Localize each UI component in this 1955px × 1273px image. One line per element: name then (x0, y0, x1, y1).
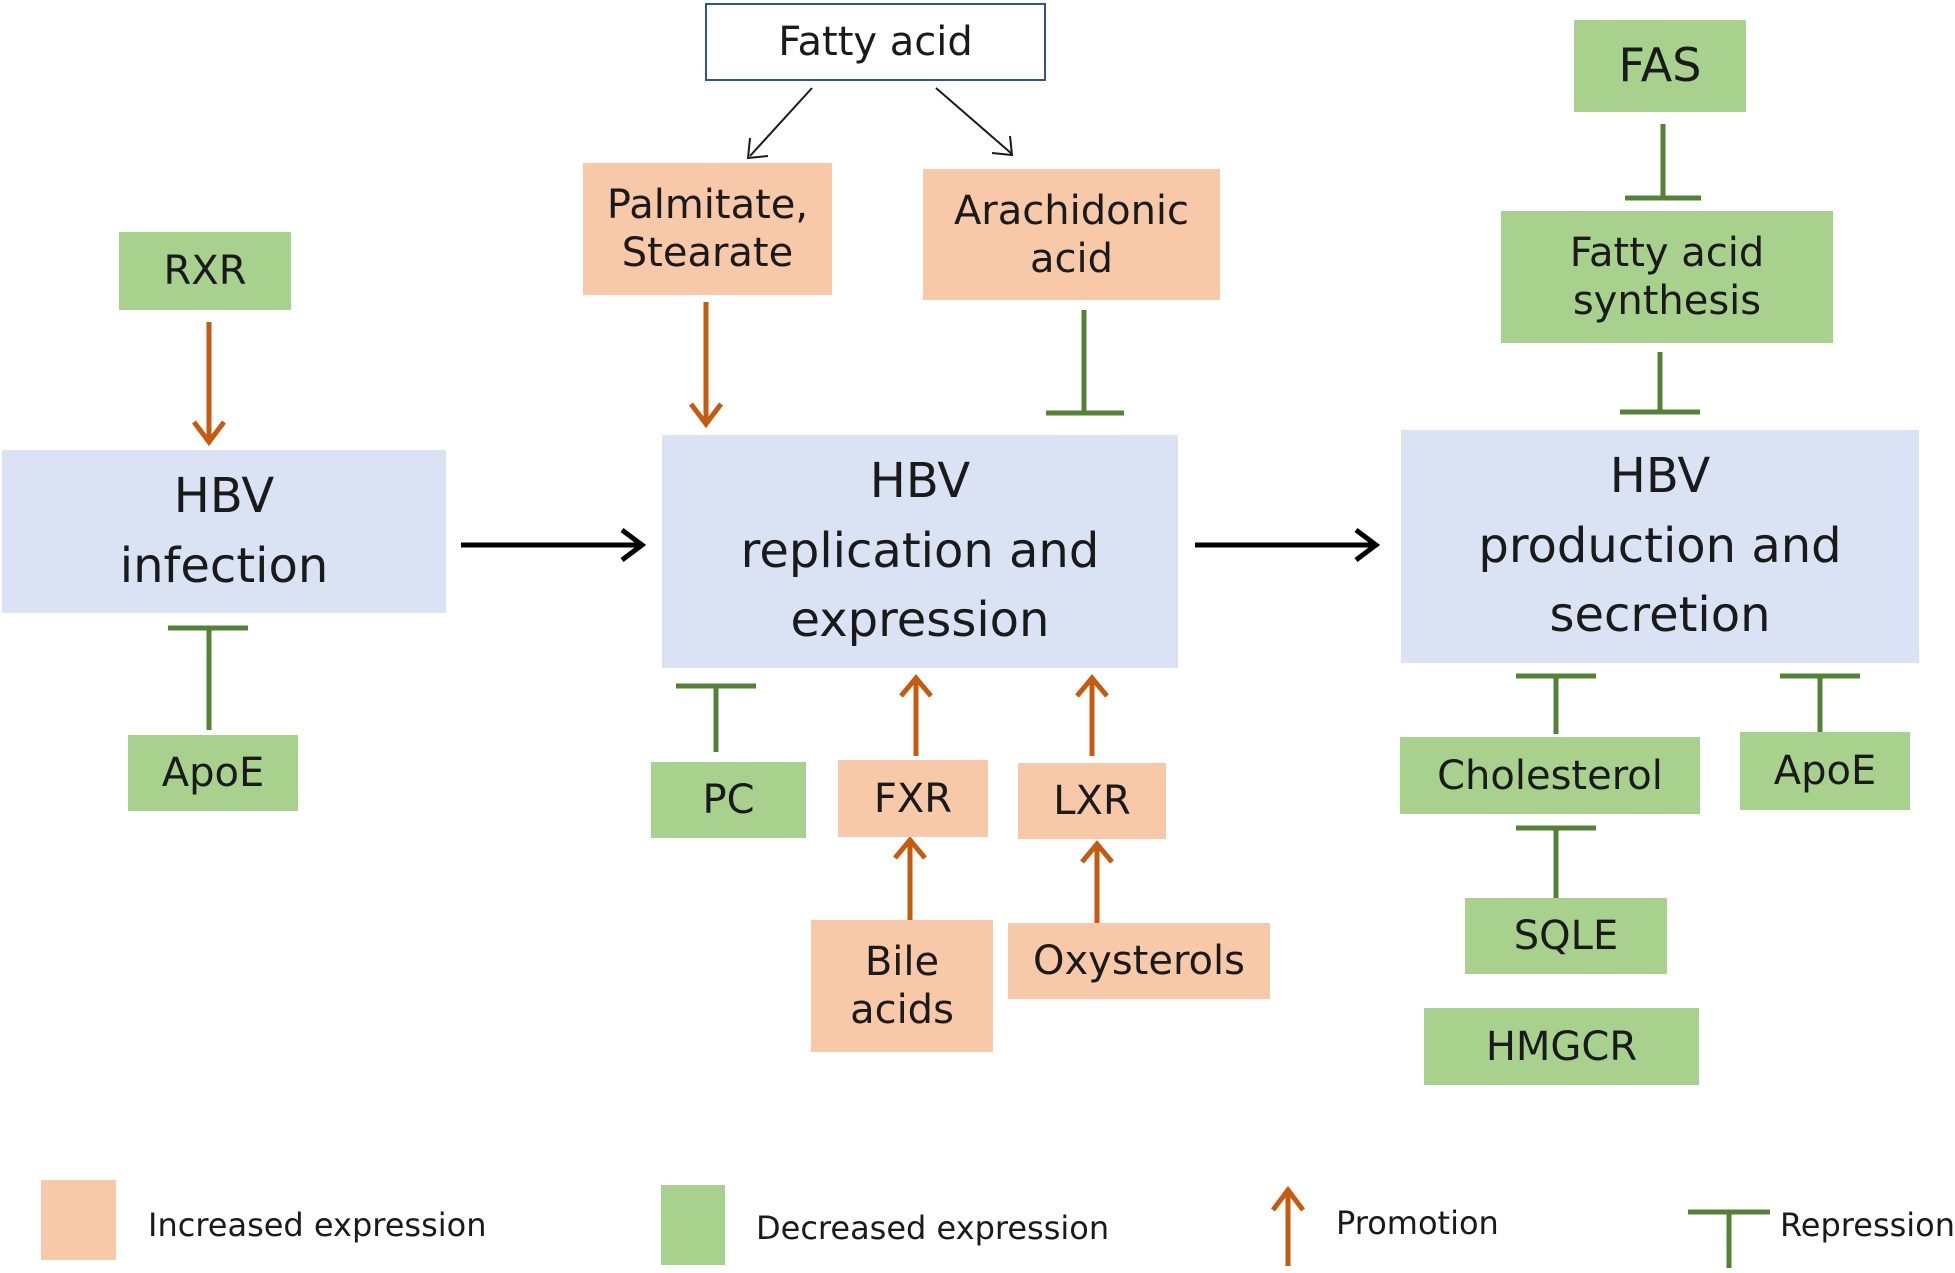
fatty-acid-to-palmitate-arrow (746, 87, 813, 160)
palmitate-promotion-arrow (689, 302, 723, 429)
fatty-acid-synthesis-repression-bar (1620, 352, 1700, 415)
fxr-box: FXR (838, 760, 988, 837)
cholesterol-box: Cholesterol (1400, 737, 1700, 814)
lxr-box: LXR (1018, 763, 1166, 839)
pc-box: PC (651, 762, 806, 838)
legend-decreased-swatch (661, 1185, 725, 1265)
legend-promotion-arrow-icon (1271, 1185, 1305, 1266)
lxr-promotion-arrow (1075, 674, 1109, 756)
legend-promotion-label: Promotion (1336, 1204, 1499, 1242)
sqle-repression-bar (1516, 825, 1596, 898)
replication-to-production-arrow (1195, 528, 1381, 562)
hbv-production-box: HBV production and secretion (1401, 430, 1919, 663)
hbv-replication-box: HBV replication and expression (662, 435, 1178, 668)
fatty-acid-box: Fatty acid (705, 3, 1046, 81)
infection-to-replication-arrow (461, 528, 647, 562)
oxysterols-promotion-arrow (1080, 840, 1114, 924)
hbv-infection-box: HBV infection (2, 450, 446, 613)
apoe-left-repression-bar (168, 625, 248, 730)
legend-increased-label: Increased expression (148, 1206, 487, 1244)
apoe-right-repression-bar (1780, 673, 1860, 732)
palmitate-stearate-box: Palmitate, Stearate (583, 163, 832, 295)
apoe-right-box: ApoE (1740, 732, 1910, 810)
fas-repression-bar (1625, 124, 1701, 201)
legend-decreased-label: Decreased expression (756, 1209, 1110, 1247)
legend-repression-bar-icon (1688, 1209, 1770, 1268)
bile-acids-box: Bile acids (811, 920, 993, 1052)
bile-acids-promotion-arrow (893, 836, 927, 920)
sqle-box: SQLE (1465, 898, 1667, 974)
pc-repression-bar (676, 683, 756, 752)
rxr-box: RXR (119, 232, 291, 310)
legend-increased-swatch (41, 1180, 116, 1260)
legend-repression-label: Repression (1780, 1206, 1955, 1244)
fas-box: FAS (1574, 20, 1746, 112)
hmgcr-box: HMGCR (1424, 1008, 1699, 1085)
apoe-left-box: ApoE (128, 735, 298, 811)
oxysterols-box: Oxysterols (1008, 923, 1270, 999)
cholesterol-repression-bar (1516, 673, 1596, 734)
fxr-promotion-arrow (899, 674, 933, 756)
rxr-promotion-arrow (192, 322, 226, 447)
fatty-acid-synthesis-box: Fatty acid synthesis (1501, 211, 1833, 343)
fatty-acid-to-arachidonic-arrow (935, 87, 1014, 157)
arachidonic-repression-bar (1046, 310, 1124, 416)
arachidonic-acid-box: Arachidonic acid (923, 169, 1220, 300)
